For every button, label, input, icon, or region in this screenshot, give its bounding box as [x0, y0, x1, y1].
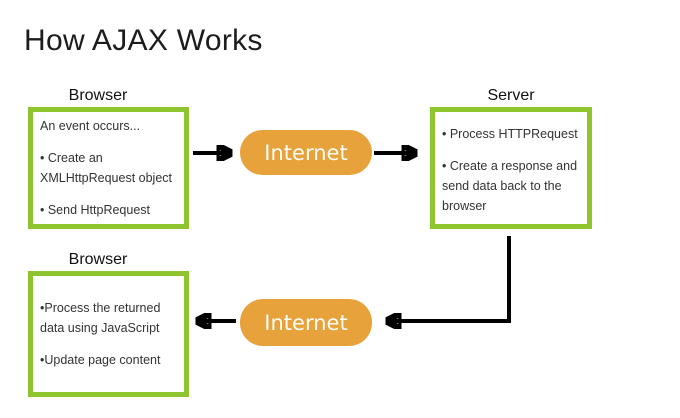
browser-response-line-2: data using JavaScript [40, 321, 160, 335]
browser-request-label: Browser [68, 87, 128, 104]
arrow-server-to-internet [391, 236, 511, 321]
server-line-2: • Create a response and [442, 159, 578, 173]
internet-node-response-label: Internet [264, 310, 348, 335]
browser-request-box: An event occurs... • Create an XMLHttpRe… [28, 107, 189, 229]
browser-request-line-3: XMLHttpRequest object [40, 171, 173, 185]
internet-node-response: Internet [240, 299, 372, 346]
browser-response-line-3: •Update page content [40, 353, 161, 367]
browser-request-line-4: • Send HttpRequest [40, 203, 150, 217]
internet-node-request-label: Internet [264, 140, 348, 165]
server-line-4: browser [442, 199, 487, 213]
internet-node-request: Internet [240, 130, 372, 175]
browser-request-line-1: An event occurs... [40, 119, 141, 133]
server-line-1: • Process HTTPRequest [442, 127, 578, 141]
browser-request-line-2: • Create an [40, 151, 103, 165]
server-label: Server [487, 87, 535, 104]
page-title: How AJAX Works [24, 24, 263, 57]
browser-response-line-1: •Process the returned [40, 301, 161, 315]
browser-response-box: •Process the returned data using JavaScr… [28, 271, 189, 397]
browser-response-label: Browser [68, 251, 128, 268]
server-box: • Process HTTPRequest • Create a respons… [430, 107, 592, 229]
server-line-3: send data back to the [442, 179, 562, 193]
